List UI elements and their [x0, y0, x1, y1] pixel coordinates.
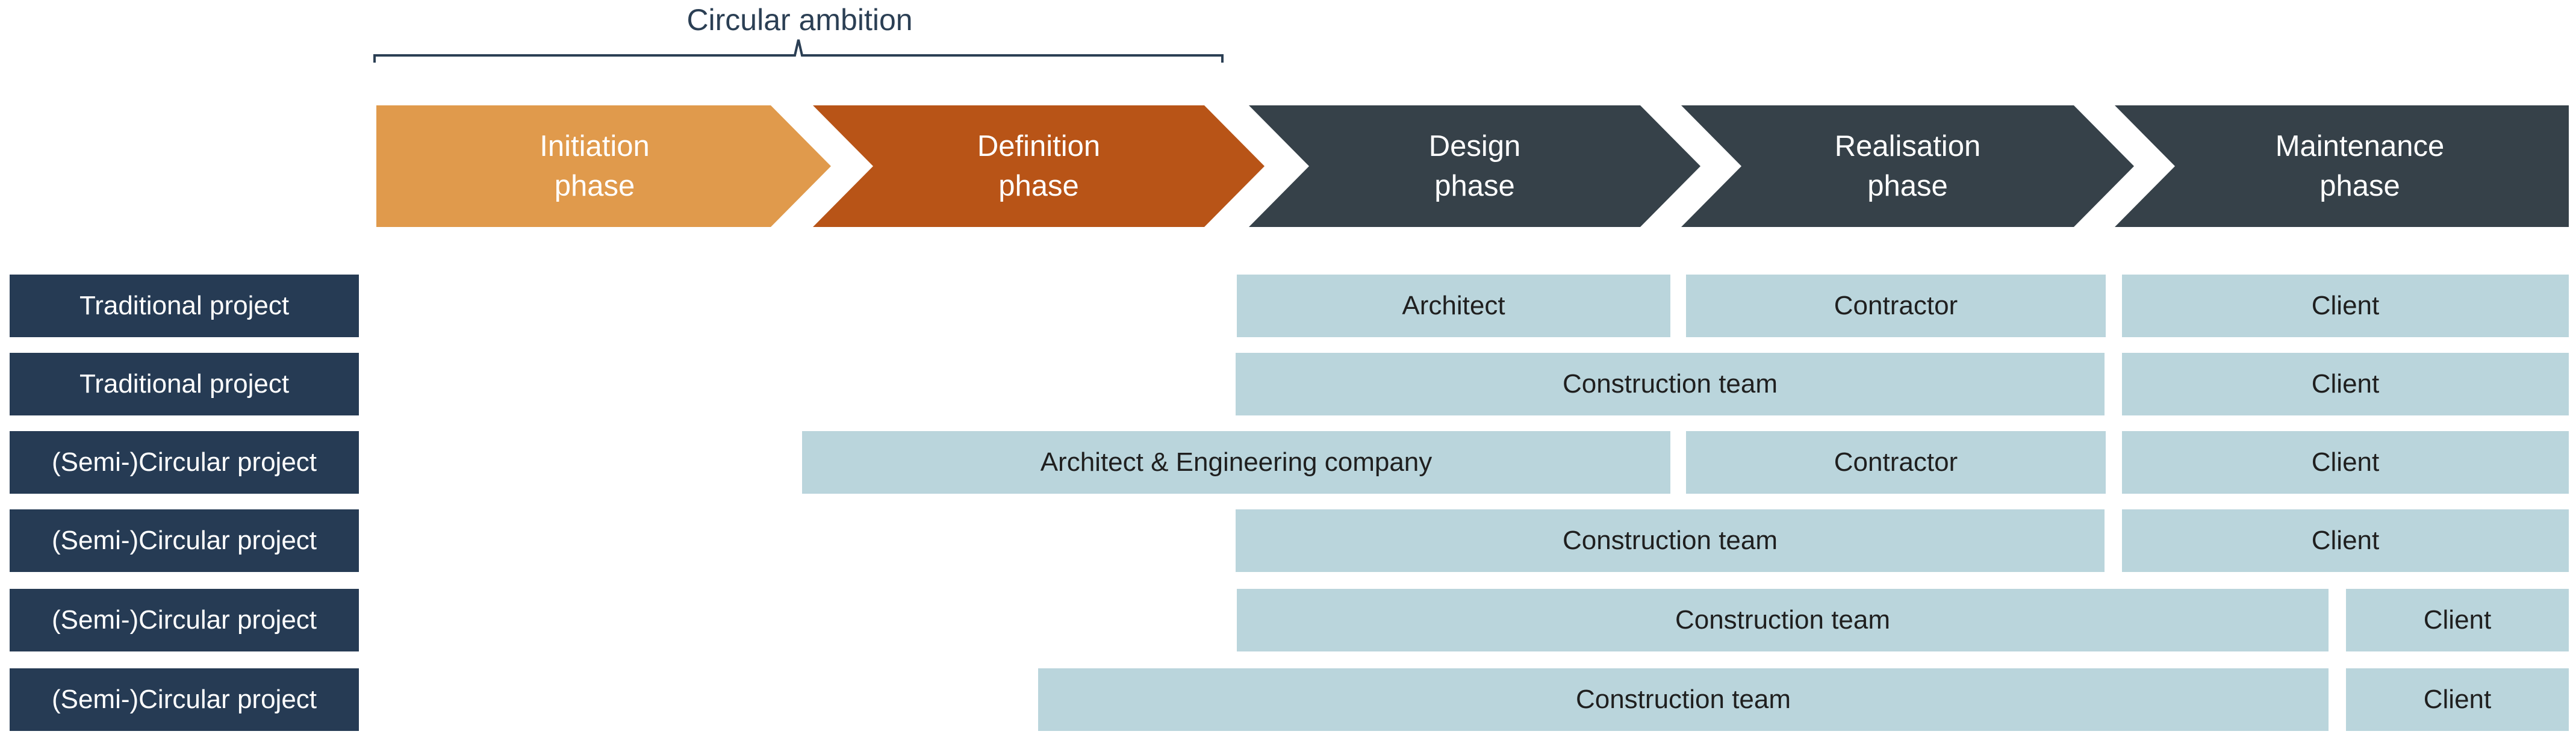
row-label: (Semi-)Circular project	[10, 509, 359, 572]
row-label: (Semi-)Circular project	[10, 431, 359, 494]
phase-design: Design phase	[1249, 105, 1700, 227]
role-bar-client: Client	[2122, 275, 2569, 337]
phase-realisation: Realisation phase	[1681, 105, 2134, 227]
row-label: (Semi-)Circular project	[10, 589, 359, 651]
role-bar-architect: Architect	[1237, 275, 1670, 337]
role-bar-construction-team: Construction team	[1236, 509, 2105, 572]
phase-initiation-line1: Initiation	[540, 130, 650, 163]
phase-definition-line2: phase	[998, 170, 1079, 202]
role-bar-contractor: Contractor	[1686, 431, 2106, 494]
phase-maintenance: Maintenance phase	[2115, 105, 2569, 227]
phase-initiation: Initiation phase	[376, 105, 831, 227]
role-bar-construction-team: Construction team	[1236, 353, 2105, 415]
phase-maintenance-line2: phase	[2319, 170, 2400, 202]
phase-design-line2: phase	[1434, 170, 1515, 202]
phase-realisation-line1: Realisation	[1834, 130, 1981, 163]
role-bar-client: Client	[2346, 668, 2569, 731]
phase-initiation-line2: phase	[554, 170, 635, 202]
role-bar-client: Client	[2122, 509, 2569, 572]
row-label: Traditional project	[10, 353, 359, 415]
phase-design-line1: Design	[1428, 130, 1521, 163]
role-bar-client: Client	[2346, 589, 2569, 651]
role-bar-construction-team: Construction team	[1038, 668, 2329, 731]
role-bar-construction-team: Construction team	[1237, 589, 2329, 651]
phase-realisation-line2: phase	[1867, 170, 1948, 202]
role-bar-client: Client	[2122, 353, 2569, 415]
row-label: (Semi-)Circular project	[10, 668, 359, 731]
phase-definition: Definition phase	[813, 105, 1265, 227]
role-bar-client: Client	[2122, 431, 2569, 494]
circular-ambition-bracket	[373, 39, 1224, 63]
circular-ambition-label: Circular ambition	[686, 3, 913, 37]
row-label: Traditional project	[10, 275, 359, 337]
phase-definition-line1: Definition	[977, 130, 1101, 163]
role-bar-architect-engineering: Architect & Engineering company	[802, 431, 1670, 494]
role-bar-contractor: Contractor	[1686, 275, 2106, 337]
phase-maintenance-line1: Maintenance	[2275, 130, 2445, 163]
